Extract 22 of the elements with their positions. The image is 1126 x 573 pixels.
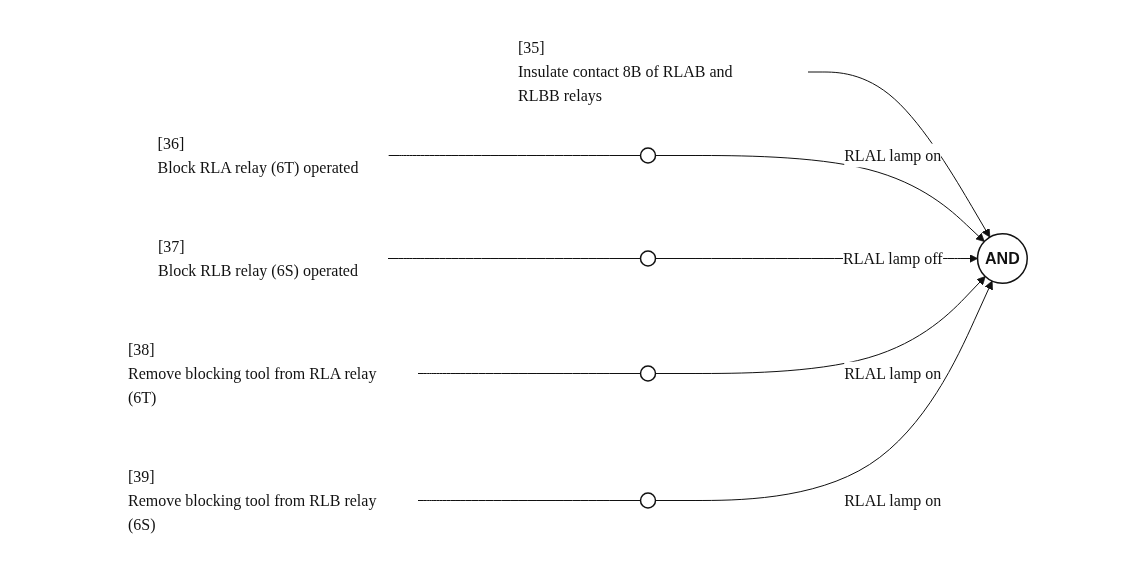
node-circle (640, 365, 657, 382)
connector (388, 155, 642, 157)
edge-label: RLAL lamp on (844, 146, 942, 164)
node-circle (640, 147, 657, 164)
connector (387, 258, 642, 260)
edge-label: RLAL lamp on (844, 364, 942, 382)
arrow (655, 280, 994, 502)
edge-label: RLAL lamp on (844, 491, 942, 509)
node-text: [35] Insulate contact 8B of RLAB and RLBB relays (518, 39, 734, 105)
node-text: [38] Remove blocking tool from RLA relay (6T) (128, 340, 377, 406)
arrow (655, 276, 987, 375)
connector (417, 500, 642, 502)
node-text: [36] Block RLA relay (6T) operated (157, 134, 359, 176)
node-text: [37] Block RLB relay (6S) operated (158, 237, 359, 279)
arrow (807, 71, 991, 238)
node-circle (640, 492, 657, 509)
node-text: [39] Remove blocking tool from RLB relay (6S) (128, 467, 377, 533)
node-circle (640, 250, 657, 267)
arrow (655, 155, 986, 243)
edge-label: RLAL lamp off (843, 249, 943, 267)
connector (417, 373, 642, 375)
node-circle: AND (977, 233, 1029, 285)
